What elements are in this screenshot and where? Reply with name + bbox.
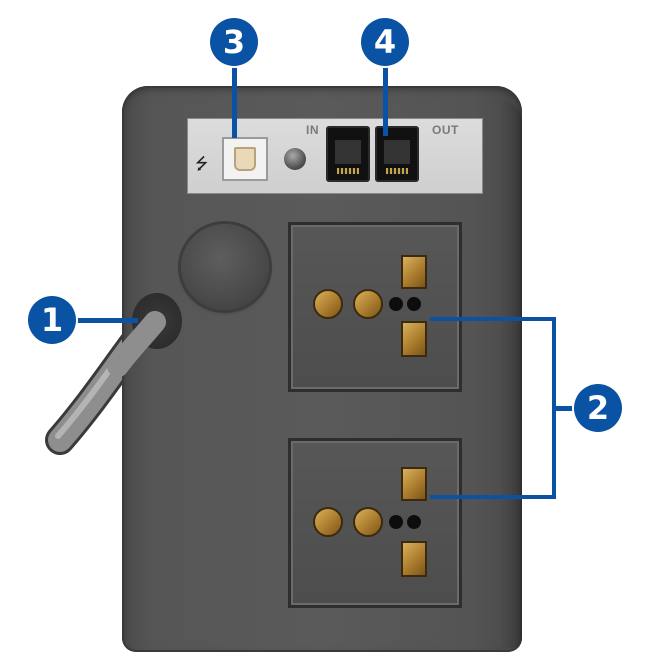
callout-badge-2: 2 — [574, 384, 622, 432]
usb-port — [222, 137, 268, 181]
callout-badge-4: 4 — [361, 18, 409, 66]
ground-screw-icon — [284, 148, 306, 170]
usb-icon: ⭍ — [195, 154, 209, 173]
outlet-top-hole-a — [389, 297, 403, 311]
outlet-bottom-hole-b — [407, 515, 421, 529]
circuit-breaker-knob — [181, 224, 269, 310]
outlet-bottom-right-pin — [353, 507, 383, 537]
outlet-top-left-pin — [313, 289, 343, 319]
usb-port-socket — [234, 147, 256, 171]
outlet-bottom-upper-socket — [401, 467, 427, 501]
rj-in-label: IN — [306, 123, 319, 137]
callout-badge-1: 1 — [28, 296, 76, 344]
outlet-top-lower-socket — [401, 321, 427, 357]
rj-out-label: OUT — [432, 123, 459, 137]
callout-badge-3: 3 — [210, 18, 258, 66]
rj-in-port — [326, 126, 370, 182]
rj-out-port — [375, 126, 419, 182]
outlet-bottom-left-pin — [313, 507, 343, 537]
leader-line-2-bottom — [430, 495, 556, 499]
leader-line-4 — [383, 58, 388, 136]
outlet-top-right-pin — [353, 289, 383, 319]
outlet-top-upper-socket — [401, 255, 427, 289]
universal-outlet-bottom — [288, 438, 462, 608]
leader-line-2-top — [430, 317, 556, 321]
outlet-bottom-lower-socket — [401, 541, 427, 577]
universal-outlet-top — [288, 222, 462, 392]
ups-side-shade — [500, 100, 522, 648]
outlet-bottom-hole-a — [389, 515, 403, 529]
leader-line-1 — [68, 318, 138, 323]
leader-line-2-stub — [552, 406, 576, 411]
outlet-top-hole-b — [407, 297, 421, 311]
leader-line-3 — [232, 58, 237, 138]
